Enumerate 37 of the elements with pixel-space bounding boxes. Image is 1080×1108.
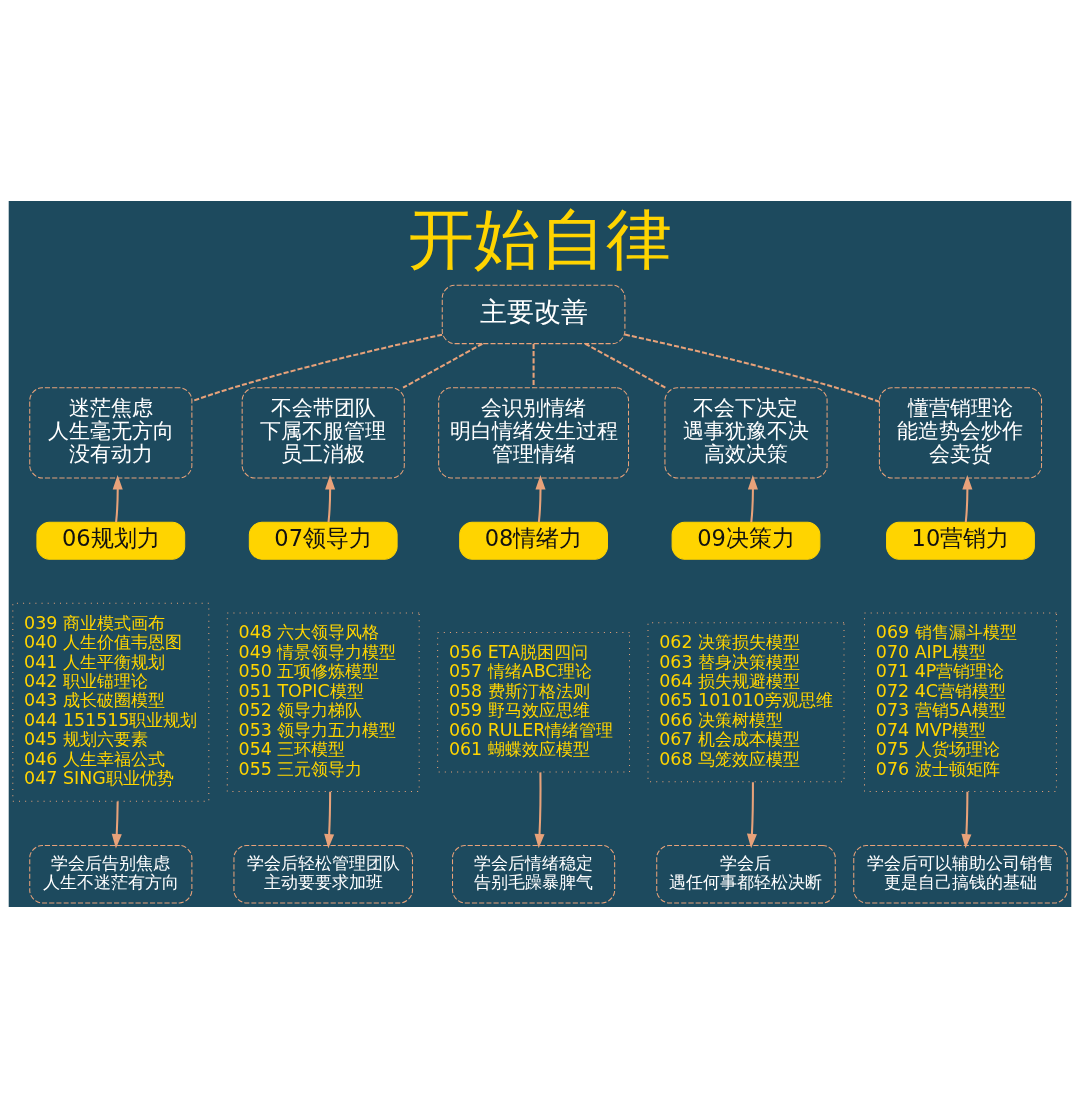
connector — [584, 342, 666, 389]
node-box: 学会后可以辅助公司销售 更是自己搞钱的基础 — [853, 844, 1068, 904]
arrow — [961, 791, 972, 849]
arrow — [325, 475, 336, 523]
connector — [532, 343, 535, 388]
diagram-title: 开始自律 — [408, 200, 672, 277]
arrow — [535, 475, 546, 523]
arrow — [111, 801, 122, 849]
node-box: 039 商业模式画布 040 人生价值韦恩图 041 人生平衡规划 042 职业锚理论 043 成长破圈模型 044 151515职业规划 045 规划六要素 046 人生幸福公式 047 SING职业优势 — [12, 602, 210, 802]
node-box: 09决策力 — [671, 521, 821, 560]
node-box: 会识别情绪 明白情绪发生过程 管理情绪 — [438, 387, 630, 479]
node-box: 08情绪力 — [459, 521, 608, 560]
connector — [191, 333, 443, 403]
arrow — [112, 475, 123, 523]
node-box: 不会下决定 遇事犹豫不决 高效决策 — [664, 387, 828, 479]
node-box: 学会后情绪稳定 告别毛躁暴脾气 — [452, 844, 616, 904]
node-box: 主要改善 — [441, 284, 626, 345]
arrow — [962, 475, 973, 523]
connector — [402, 342, 483, 389]
node-box: 062 决策损失模型 063 替身决策模型 064 损失规避模型 065 101010旁观思维 066 决策树模型 067 机会成本模型 068 鸟笼效应模型 — [647, 622, 845, 783]
node-box: 学会后轻松管理团队 主动要要求加班 — [233, 844, 413, 904]
connector — [624, 333, 880, 403]
arrow — [747, 475, 758, 523]
node-box: 069 销售漏斗模型 070 AIPL模型 071 4P营销理论 072 4C营销模型 073 营销5A模型 074 MVP模型 075 人货场理论 076 波士顿矩阵 — [864, 612, 1057, 793]
node-box: 10营销力 — [886, 521, 1035, 560]
node-box: 07领导力 — [248, 521, 398, 560]
arrow — [324, 791, 335, 849]
node-box: 048 六大领导风格 049 情景领导力模型 050 五项修炼模型 051 TOPIC模型 052 领导力梯队 053 领导力五力模型 054 三环模型 055 三元领导力 — [226, 612, 420, 793]
node-box: 懂营销理论 能造势会炒作 会卖货 — [878, 387, 1043, 479]
arrow — [534, 772, 545, 849]
arrow — [746, 782, 757, 849]
node-box: 学会后 遇任何事都轻松决断 — [656, 844, 836, 904]
node-box: 学会后告别焦虑 人生不迷茫有方向 — [29, 844, 193, 904]
node-box: 不会带团队 下属不服管理 员工消极 — [241, 387, 405, 479]
node-box: 迷茫焦虑 人生毫无方向 没有动力 — [29, 387, 193, 479]
node-box: 056 ETA脱困四问 057 情绪ABC理论 058 费斯汀格法则 059 野马效应思维 060 RULER情绪管理 061 蝴蝶效应模型 — [437, 632, 631, 773]
node-box: 06规划力 — [36, 521, 186, 560]
